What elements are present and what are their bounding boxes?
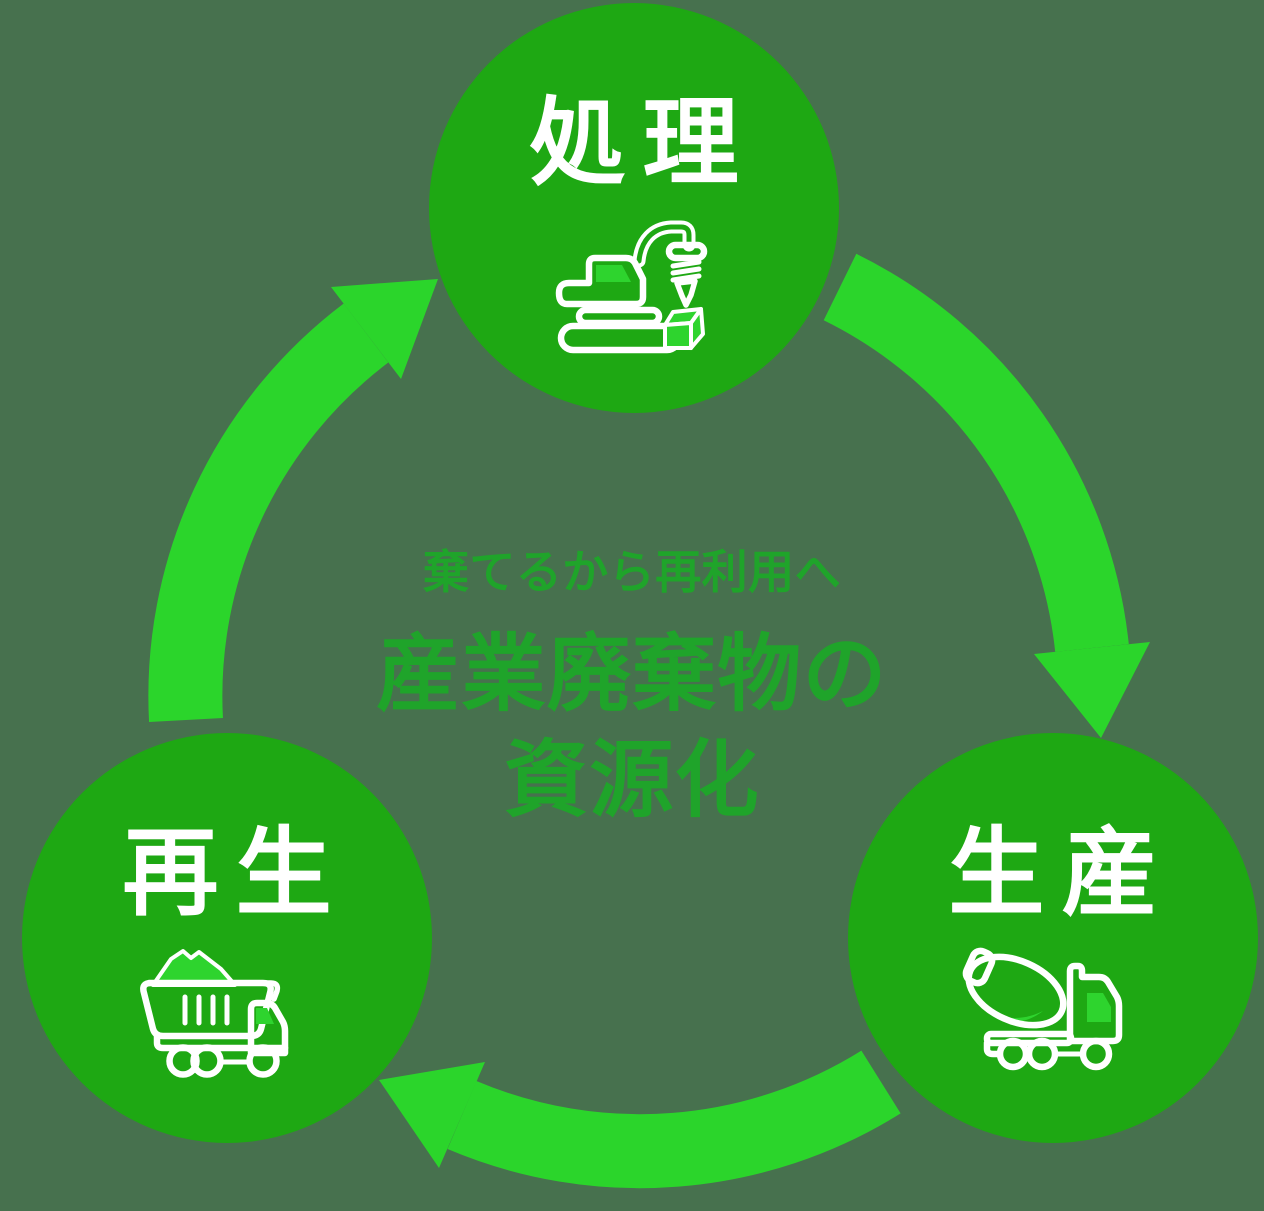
- center-title-line2: 資源化: [504, 731, 760, 830]
- excavator-breaker-icon: [555, 220, 708, 354]
- center-tagline: 棄てるから再利用へ: [422, 545, 842, 599]
- node-seisan-label: 生産: [948, 817, 1175, 929]
- node-shori-label: 処理: [529, 87, 756, 199]
- node-saisei-label: 再生: [122, 817, 349, 929]
- arrow-shori-to-seisan: [823, 253, 1150, 738]
- arrow-saisei-to-shori-arc: [148, 303, 389, 722]
- arrow-seisan-to-saisei-arc: [447, 1050, 901, 1189]
- center-title: 産業廃棄物の 資源化: [0, 622, 1264, 834]
- arrow-shori-to-seisan-arc: [823, 253, 1129, 653]
- arrow-shori-to-seisan-head: [1034, 642, 1150, 738]
- center-title-line1: 産業廃棄物の: [376, 625, 888, 724]
- mixer-truck-icon: [962, 947, 1123, 1071]
- center-caption: 棄てるから再利用へ 産業廃棄物の 資源化: [0, 545, 1264, 834]
- arrow-seisan-to-saisei: [379, 1050, 901, 1189]
- node-saisei: 再生: [22, 733, 432, 1143]
- arrow-seisan-to-saisei-head: [379, 1062, 485, 1168]
- arrow-saisei-to-shori-head: [331, 279, 438, 379]
- node-seisan: 生産: [848, 733, 1258, 1143]
- dump-truck-icon: [140, 949, 289, 1078]
- node-shori: 処理: [429, 3, 839, 413]
- arrow-saisei-to-shori: [148, 279, 438, 722]
